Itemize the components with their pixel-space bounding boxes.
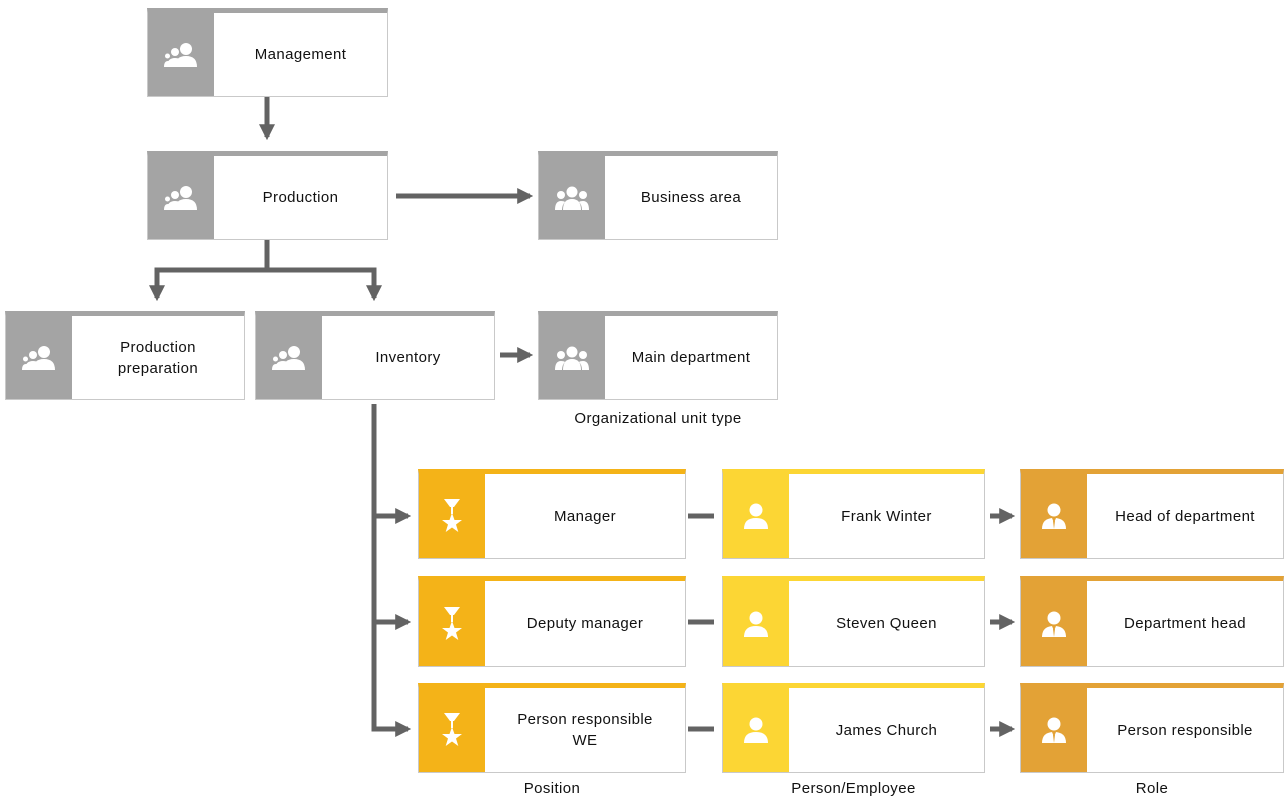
node-person-responsible[interactable]: Person responsible (1020, 683, 1284, 773)
group-icon (256, 316, 322, 399)
node-deputy-manager[interactable]: Deputy manager (418, 576, 686, 667)
node-department-head[interactable]: Department head (1020, 576, 1284, 667)
node-label: Production (262, 189, 339, 206)
node-label: Steven Queen (836, 615, 937, 632)
team-icon (539, 316, 605, 399)
position-star-icon (419, 474, 485, 558)
group-icon (6, 316, 72, 399)
edge-production-inventory (267, 267, 383, 302)
node-label: Person responsible WE (517, 711, 653, 749)
node-label: Manager (553, 507, 616, 525)
caption-person-employee: Person/Employee (791, 780, 916, 797)
position-star-icon (419, 688, 485, 772)
person-icon (723, 581, 789, 666)
role-person-icon (1021, 474, 1087, 558)
group-icon (148, 156, 214, 239)
node-james-church[interactable]: James Church (722, 683, 985, 773)
position-star-icon (419, 581, 485, 666)
role-person-icon (1021, 688, 1087, 772)
node-person-responsible-we[interactable]: Person responsible WE (418, 683, 686, 773)
node-label: Production preparation (117, 338, 199, 377)
person-icon (723, 688, 789, 772)
team-icon (539, 156, 605, 239)
node-label: Head of department (1115, 507, 1255, 525)
node-business-area[interactable]: Business area (538, 151, 778, 240)
node-label: James Church (835, 721, 938, 739)
node-steven-queen[interactable]: Steven Queen (722, 576, 985, 667)
person-icon (723, 474, 789, 558)
group-icon (148, 13, 214, 96)
node-label: Person responsible (1117, 721, 1253, 739)
role-person-icon (1021, 581, 1087, 666)
node-label: Main department (631, 349, 751, 366)
node-manager[interactable]: Manager (418, 469, 686, 559)
node-label: Management (254, 46, 347, 63)
edge-inventory-person-we (371, 622, 412, 738)
edge-production-branch (148, 240, 270, 302)
node-label: Deputy manager (526, 615, 644, 632)
node-label: Department head (1124, 615, 1246, 632)
node-main-department[interactable]: Main department (538, 311, 778, 400)
node-head-of-department[interactable]: Head of department (1020, 469, 1284, 559)
node-label: Frank Winter (841, 507, 932, 525)
node-label: Inventory (375, 349, 441, 366)
node-frank-winter[interactable]: Frank Winter (722, 469, 985, 559)
node-production-preparation[interactable]: Production preparation (5, 311, 245, 400)
node-label: Business area (640, 189, 742, 206)
caption-position: Position (523, 780, 581, 797)
node-production[interactable]: Production (147, 151, 388, 240)
edge-inventory-manager (371, 404, 412, 525)
caption-role: Role (1135, 780, 1169, 797)
node-management[interactable]: Management (147, 8, 388, 97)
edge-inventory-deputy (371, 516, 412, 631)
node-inventory[interactable]: Inventory (255, 311, 495, 400)
caption-org-unit-type: Organizational unit type (574, 410, 742, 427)
